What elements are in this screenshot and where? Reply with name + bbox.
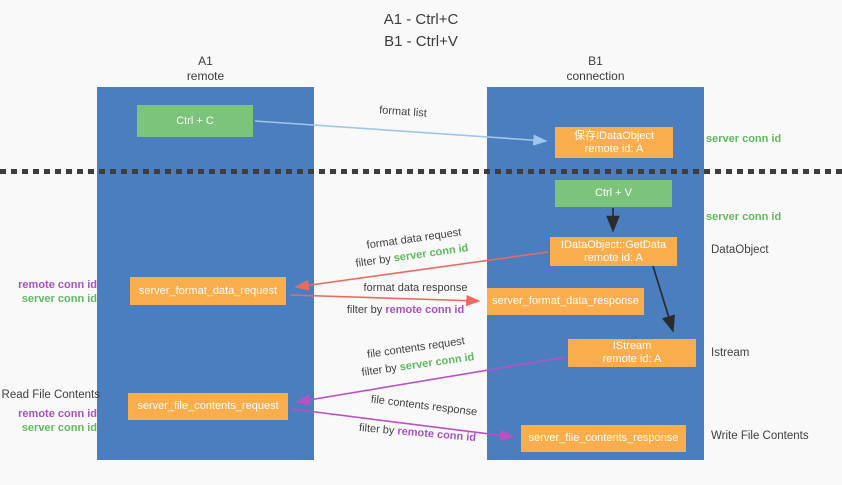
node-ctrl-v: Ctrl + V <box>555 180 672 207</box>
node-server-file-contents-request: server_file_contents_request <box>128 393 288 420</box>
label-format-list: format list <box>378 104 428 120</box>
node-ctrl-v-label: Ctrl + V <box>595 187 632 199</box>
filter-by-text: filter by <box>360 362 398 379</box>
remote-conn-id-label: remote conn id <box>18 408 97 420</box>
title-line-ctrl-c: A1 - Ctrl+C <box>383 11 459 28</box>
node-ctrl-c: Ctrl + C <box>137 105 253 137</box>
annotation-server-conn-id-top: server conn id <box>706 133 782 145</box>
node-idataobject-getdata-line2: remote id: A <box>584 251 643 264</box>
node-server-format-data-response: server_format_data_response <box>487 288 644 315</box>
node-server-file-contents-request-label: server_file_contents_request <box>137 400 279 412</box>
node-idataobject-getdata-line1: IDataObject::GetData <box>560 238 667 251</box>
annotation-conn-ids-format: remote conn id server conn id <box>0 278 97 306</box>
remote-conn-id-text: remote conn id <box>396 425 477 445</box>
arrow-format-data-response <box>289 294 481 307</box>
lane-a-subtitle: remote <box>186 69 225 83</box>
node-istream-line1: IStream <box>612 340 652 352</box>
node-ctrl-c-label: Ctrl + C <box>176 114 214 127</box>
label-filter-by-remote-conn-id-2: filter by remote conn id <box>350 421 486 445</box>
title-line-ctrl-v: B1 - Ctrl+V <box>384 33 458 50</box>
remote-conn-id-label: remote conn id <box>18 279 97 291</box>
label-format-data-response: format data response <box>363 282 468 294</box>
label-filter-by-remote-conn-id-1: filter by remote conn id <box>338 304 473 316</box>
node-istream-line2: remote id: A <box>602 353 662 365</box>
node-idataobject-getdata: IDataObject::GetData remote id: A <box>550 237 677 266</box>
dotted-divider-line <box>0 169 842 174</box>
node-server-format-data-response-label: server_format_data_response <box>492 295 639 307</box>
label-file-contents-response: file contents response <box>370 393 478 419</box>
node-istream: IStream remote id: A <box>568 339 696 367</box>
node-save-idataobject-line2: remote id: A <box>584 142 644 155</box>
lane-b-subtitle: connection <box>566 69 625 83</box>
annotation-server-conn-id-mid: server conn id <box>706 211 782 223</box>
lane-b-name: B1 <box>588 54 603 68</box>
lane-b-header: B1 connection <box>487 54 704 84</box>
node-save-idataobject-line1: 保存IDataObject <box>573 129 655 142</box>
annotation-write-file-contents: Write File Contents <box>711 430 809 442</box>
node-save-idataobject: 保存IDataObject remote id: A <box>555 127 673 158</box>
node-server-file-contents-response-label: server_file_contents_response <box>528 432 679 444</box>
diagram-title: A1 - Ctrl+C B1 - Ctrl+V <box>0 9 842 53</box>
node-server-format-data-request: server_format_data_request <box>130 277 286 305</box>
filter-by-text: filter by <box>358 421 395 437</box>
annotation-dataobject: DataObject <box>711 244 769 256</box>
annotation-conn-ids-file: remote conn id server conn id <box>0 407 97 435</box>
server-conn-id-label: server conn id <box>21 293 97 305</box>
server-conn-id-label: server conn id <box>21 422 97 434</box>
lane-a-name: A1 <box>198 54 213 68</box>
annotation-istream: Istream <box>711 347 750 359</box>
annotation-read-file-contents: Read File Contents <box>1 389 100 401</box>
node-server-format-data-request-label: server_format_data_request <box>138 284 278 297</box>
filter-by-text: filter by <box>354 253 392 270</box>
node-server-file-contents-response: server_file_contents_response <box>521 425 686 452</box>
lane-a-header: A1 remote <box>97 54 314 84</box>
filter-by-text: filter by <box>346 304 383 316</box>
remote-conn-id-text: remote conn id <box>385 304 465 316</box>
